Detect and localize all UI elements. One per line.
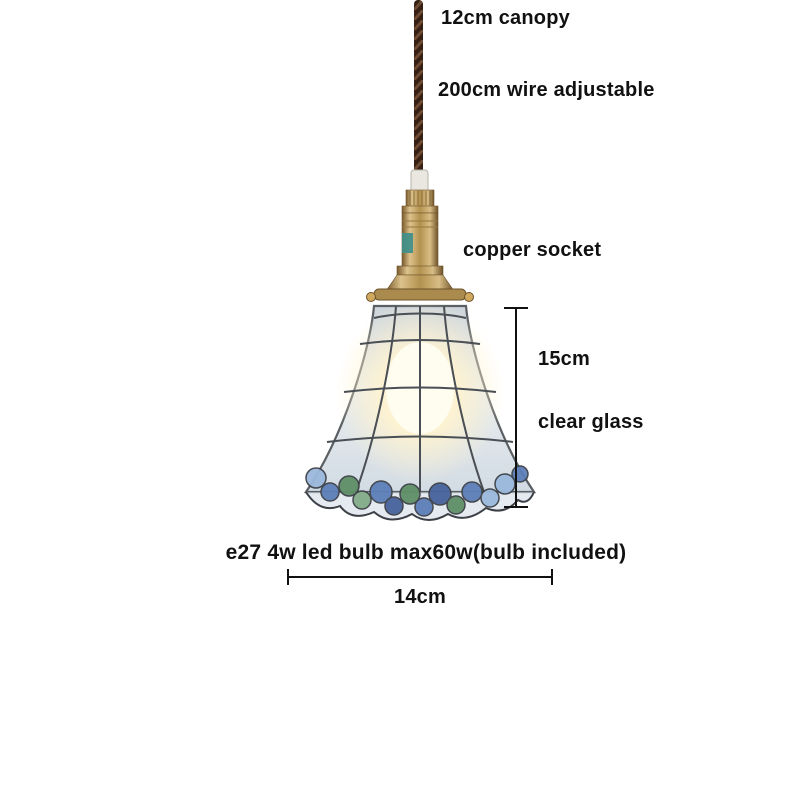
label-bulb-spec: e27 4w led bulb max60w(bulb included)	[225, 541, 627, 564]
label-shade-width: 14cm	[394, 586, 446, 608]
shade-holder-ring	[373, 288, 467, 301]
socket-label-sticker	[402, 233, 413, 253]
leading-lines	[326, 305, 514, 493]
pendant-wire	[410, 0, 429, 193]
label-shade-height: 15cm	[538, 348, 590, 370]
measure-line-15cm	[504, 307, 528, 508]
label-canopy: 12cm canopy	[441, 7, 570, 29]
glass-shade	[303, 300, 537, 521]
holder-screw-right	[464, 292, 474, 302]
flower-band	[305, 465, 529, 517]
wire-connector	[410, 169, 429, 193]
label-socket: copper socket	[463, 239, 602, 261]
measure-line-14cm	[287, 569, 553, 585]
holder-screw-left	[366, 292, 376, 302]
label-clear-glass: clear glass	[538, 411, 644, 433]
copper-socket	[366, 189, 474, 302]
label-wire: 200cm wire adjustable	[438, 79, 655, 101]
